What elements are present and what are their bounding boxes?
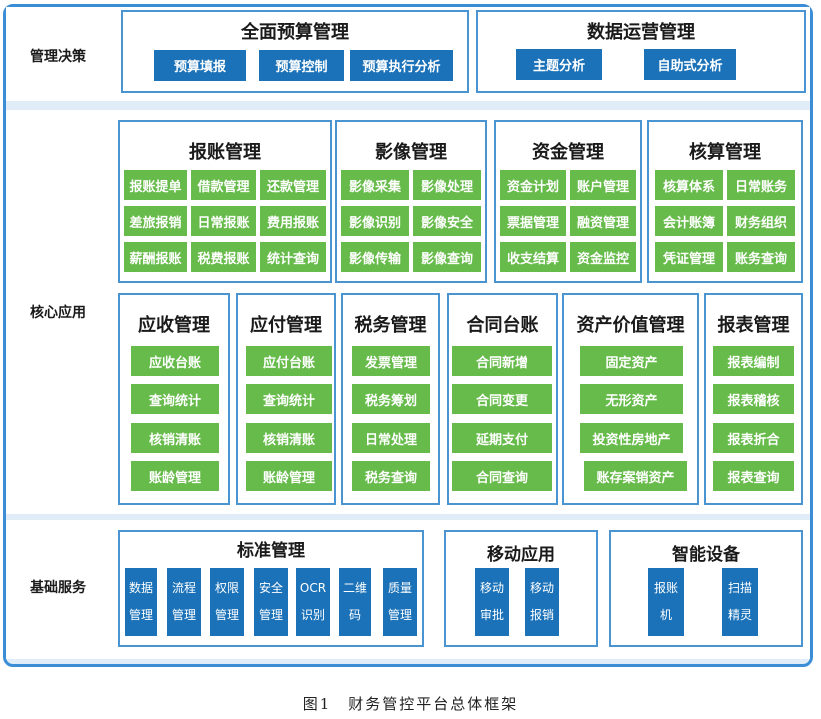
receivables-title: 应收管理	[138, 315, 210, 336]
accounting-item-4[interactable]: 财务组织	[727, 206, 795, 236]
asset-item-1[interactable]: 固定资产	[580, 346, 683, 376]
asset-item-4[interactable]: 账存案销资产	[584, 461, 687, 491]
contract-item-4[interactable]: 合同查询	[452, 461, 552, 491]
contract-ledger-title: 合同台账	[466, 315, 539, 336]
payables-item-3[interactable]: 核销清账	[246, 423, 332, 453]
accounting-item-3[interactable]: 会计账簿	[655, 206, 723, 236]
budget-execution-analysis-button[interactable]: 预算执行分析	[350, 50, 453, 81]
smart-devices-title: 智能设备	[672, 545, 740, 565]
reimb-item-9[interactable]: 统计查询	[260, 242, 326, 272]
contract-item-3[interactable]: 延期支付	[452, 423, 552, 453]
receivables-item-3[interactable]: 核销清账	[131, 423, 219, 453]
accounting-item-5[interactable]: 凭证管理	[655, 242, 723, 272]
std-item-security[interactable]: 安全 管理	[254, 568, 288, 636]
mobile-apps-title: 移动应用	[487, 545, 555, 565]
funds-item-2[interactable]: 账户管理	[570, 170, 636, 200]
receivables-item-4[interactable]: 账龄管理	[131, 461, 219, 491]
reimb-item-7[interactable]: 薪酬报账	[124, 242, 187, 272]
receivables-item-2[interactable]: 查询统计	[131, 384, 219, 414]
reimbursement-kiosk-button[interactable]: 报账 机	[648, 568, 684, 636]
imaging-item-1[interactable]: 影像采集	[341, 170, 409, 200]
reimb-item-3[interactable]: 还款管理	[260, 170, 326, 200]
reports-title: 报表管理	[717, 315, 790, 336]
accounting-item-1[interactable]: 核算体系	[655, 170, 723, 200]
base-band-label: 基础服务	[30, 580, 86, 596]
reimb-item-5[interactable]: 日常报账	[191, 206, 256, 236]
imaging-title: 影像管理	[375, 142, 447, 163]
reports-item-1[interactable]: 报表编制	[713, 346, 794, 376]
tax-item-2[interactable]: 税务筹划	[352, 384, 430, 414]
payables-item-2[interactable]: 查询统计	[246, 384, 332, 414]
standard-management-title: 标准管理	[237, 541, 305, 561]
decision-band-label: 管理决策	[30, 49, 86, 65]
reports-item-3[interactable]: 报表折合	[713, 423, 794, 453]
asset-value-title: 资产价值管理	[576, 315, 685, 336]
imaging-item-2[interactable]: 影像处理	[413, 170, 481, 200]
asset-item-2[interactable]: 无形资产	[580, 384, 683, 414]
budget-control-button[interactable]: 预算控制	[259, 50, 344, 81]
reports-item-4[interactable]: 报表查询	[713, 461, 794, 491]
budget-fill-button[interactable]: 预算填报	[154, 50, 246, 81]
imaging-item-3[interactable]: 影像识别	[341, 206, 409, 236]
scan-wizard-button[interactable]: 扫描 精灵	[722, 568, 758, 636]
std-item-permission[interactable]: 权限 管理	[210, 568, 244, 636]
payables-item-4[interactable]: 账龄管理	[246, 461, 332, 491]
contract-item-1[interactable]: 合同新增	[452, 346, 552, 376]
std-item-process[interactable]: 流程 管理	[167, 568, 201, 636]
accounting-title: 核算管理	[689, 142, 761, 163]
mobile-apps-box: 移动应用	[444, 530, 598, 647]
smart-devices-box: 智能设备	[609, 530, 803, 647]
reimbursement-title: 报账管理	[189, 142, 261, 163]
reimb-item-2[interactable]: 借款管理	[191, 170, 256, 200]
asset-item-3[interactable]: 投资性房地产	[580, 423, 683, 453]
tax-title: 税务管理	[354, 315, 427, 336]
topic-analysis-button[interactable]: 主题分析	[516, 49, 602, 80]
imaging-item-4[interactable]: 影像安全	[413, 206, 481, 236]
imaging-item-5[interactable]: 影像传输	[341, 242, 409, 272]
figure-caption: 图1 财务管控平台总体框架	[302, 695, 519, 713]
reports-item-2[interactable]: 报表稽核	[713, 384, 794, 414]
core-band-label: 核心应用	[30, 305, 86, 321]
funds-item-3[interactable]: 票据管理	[500, 206, 566, 236]
funds-item-6[interactable]: 资金监控	[570, 242, 636, 272]
budget-management-title: 全面预算管理	[241, 22, 349, 43]
mobile-reimbursement-button[interactable]: 移动 报销	[525, 568, 559, 636]
accounting-item-2[interactable]: 日常账务	[727, 170, 795, 200]
imaging-item-6[interactable]: 影像查询	[413, 242, 481, 272]
std-item-ocr[interactable]: OCR 识别	[296, 568, 330, 636]
payables-title: 应付管理	[250, 315, 322, 336]
funds-item-4[interactable]: 融资管理	[570, 206, 636, 236]
contract-item-2[interactable]: 合同变更	[452, 384, 552, 414]
reimb-item-4[interactable]: 差旅报销	[124, 206, 187, 236]
tax-item-3[interactable]: 日常处理	[352, 423, 430, 453]
tax-item-4[interactable]: 税务查询	[352, 461, 430, 491]
accounting-item-6[interactable]: 账务查询	[727, 242, 795, 272]
reimb-item-6[interactable]: 费用报账	[260, 206, 326, 236]
funds-item-1[interactable]: 资金计划	[500, 170, 566, 200]
mobile-approval-button[interactable]: 移动 审批	[475, 568, 509, 636]
funds-item-5[interactable]: 收支结算	[500, 242, 566, 272]
reimb-item-1[interactable]: 报账提单	[124, 170, 187, 200]
self-service-analysis-button[interactable]: 自助式分析	[644, 49, 736, 80]
std-item-quality[interactable]: 质量 管理	[383, 568, 417, 636]
payables-item-1[interactable]: 应付台账	[246, 346, 332, 376]
std-item-qrcode[interactable]: 二维 码	[339, 568, 371, 636]
std-item-data[interactable]: 数据 管理	[125, 568, 157, 636]
tax-item-1[interactable]: 发票管理	[352, 346, 430, 376]
funds-title: 资金管理	[532, 142, 604, 163]
reimb-item-8[interactable]: 税费报账	[191, 242, 256, 272]
data-operations-title: 数据运营管理	[587, 22, 695, 43]
receivables-item-1[interactable]: 应收台账	[131, 346, 219, 376]
